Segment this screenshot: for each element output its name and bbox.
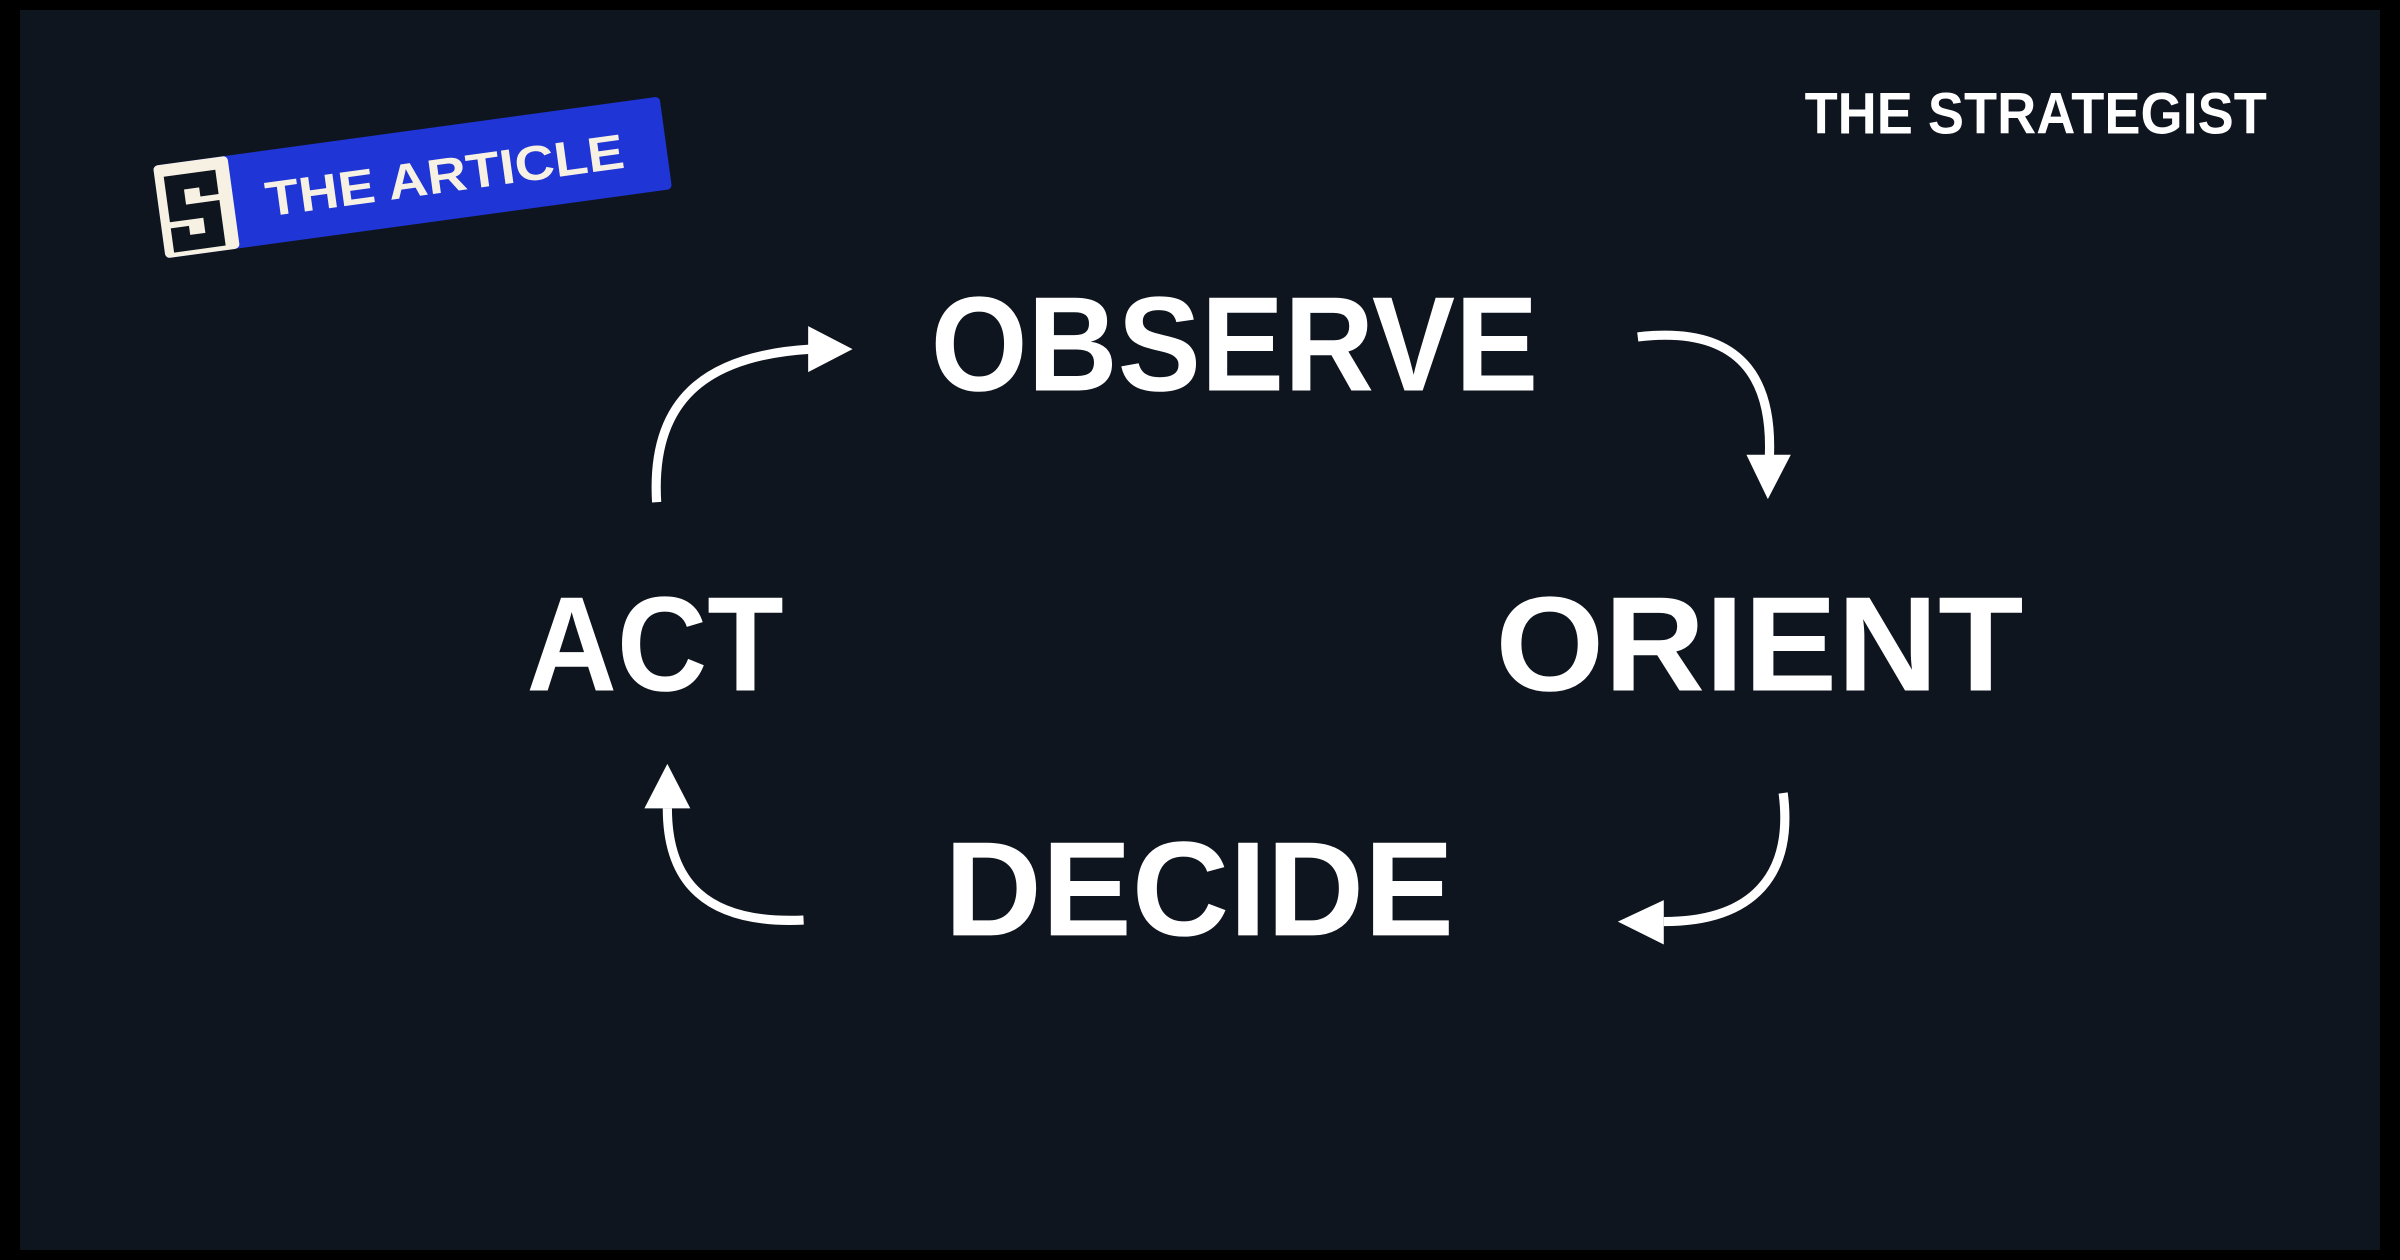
arrowhead-icon (1617, 900, 1664, 945)
step-orient: ORIENT (1495, 568, 2023, 719)
step-observe: OBSERVE (931, 268, 1539, 419)
logo-s-icon (163, 169, 226, 253)
step-act: ACT (527, 568, 784, 719)
badge-background (153, 97, 672, 258)
step-decide: DECIDE (944, 813, 1454, 964)
arrow-decide-to-act-icon (662, 808, 804, 925)
arrowhead-icon (644, 763, 691, 809)
arrowhead-icon (808, 326, 853, 373)
the-article-badge: THE ARTICLE (153, 97, 672, 258)
arrow-orient-to-decide-icon (1663, 792, 1790, 927)
arrow-observe-to-orient-icon (1637, 330, 1775, 457)
section-title: THE STRATEGIST (1805, 81, 2267, 146)
arrowhead-icon (1746, 454, 1791, 500)
arrow-act-to-observe-icon (651, 344, 812, 503)
